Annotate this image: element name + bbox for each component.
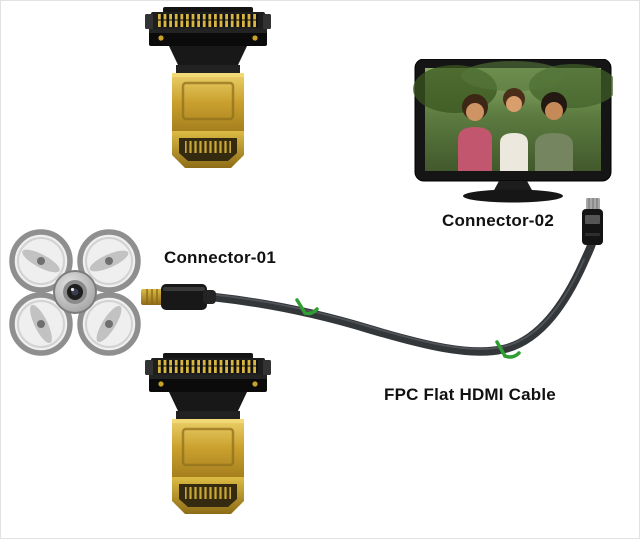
- label-connector-02: Connector-02: [442, 211, 554, 230]
- mini-hdmi-connector-02: [582, 198, 603, 245]
- cable-tie-left: [295, 298, 319, 316]
- label-connector-01: Connector-01: [164, 248, 276, 267]
- cable-tie-right: [495, 340, 521, 359]
- label-cable-name: FPC Flat HDMI Cable: [384, 385, 556, 404]
- mini-hdmi-connector-01: [141, 284, 216, 310]
